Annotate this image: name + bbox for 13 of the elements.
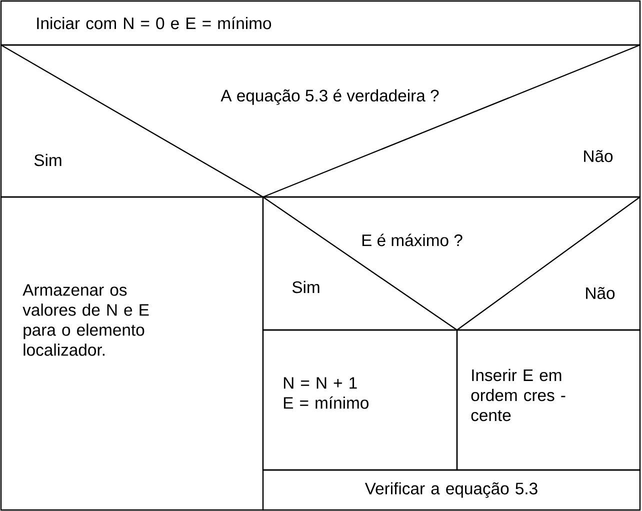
decision-block <box>0 44 641 198</box>
branch-label: Sim <box>34 154 62 166</box>
process-box: Inserir E em ordem cres - cente <box>456 329 641 471</box>
process-box: Verificar a equação 5.3 <box>262 469 641 511</box>
decision-block <box>262 196 641 331</box>
condition-text: A equação 5.3 é verdadeira ? <box>220 89 439 105</box>
branch-label: Sim <box>292 280 320 294</box>
branch-label: Não <box>584 150 613 162</box>
branch-label: Não <box>586 286 615 300</box>
process-box: Armazenar os valores de N e E para o elemento localizador. <box>0 196 264 511</box>
condition-text: E é máximo ? <box>362 234 462 246</box>
process-box: Iniciar com N = 0 e E = mínimo <box>0 0 641 46</box>
process-box: N = N + 1 E = mínimo <box>262 329 458 471</box>
